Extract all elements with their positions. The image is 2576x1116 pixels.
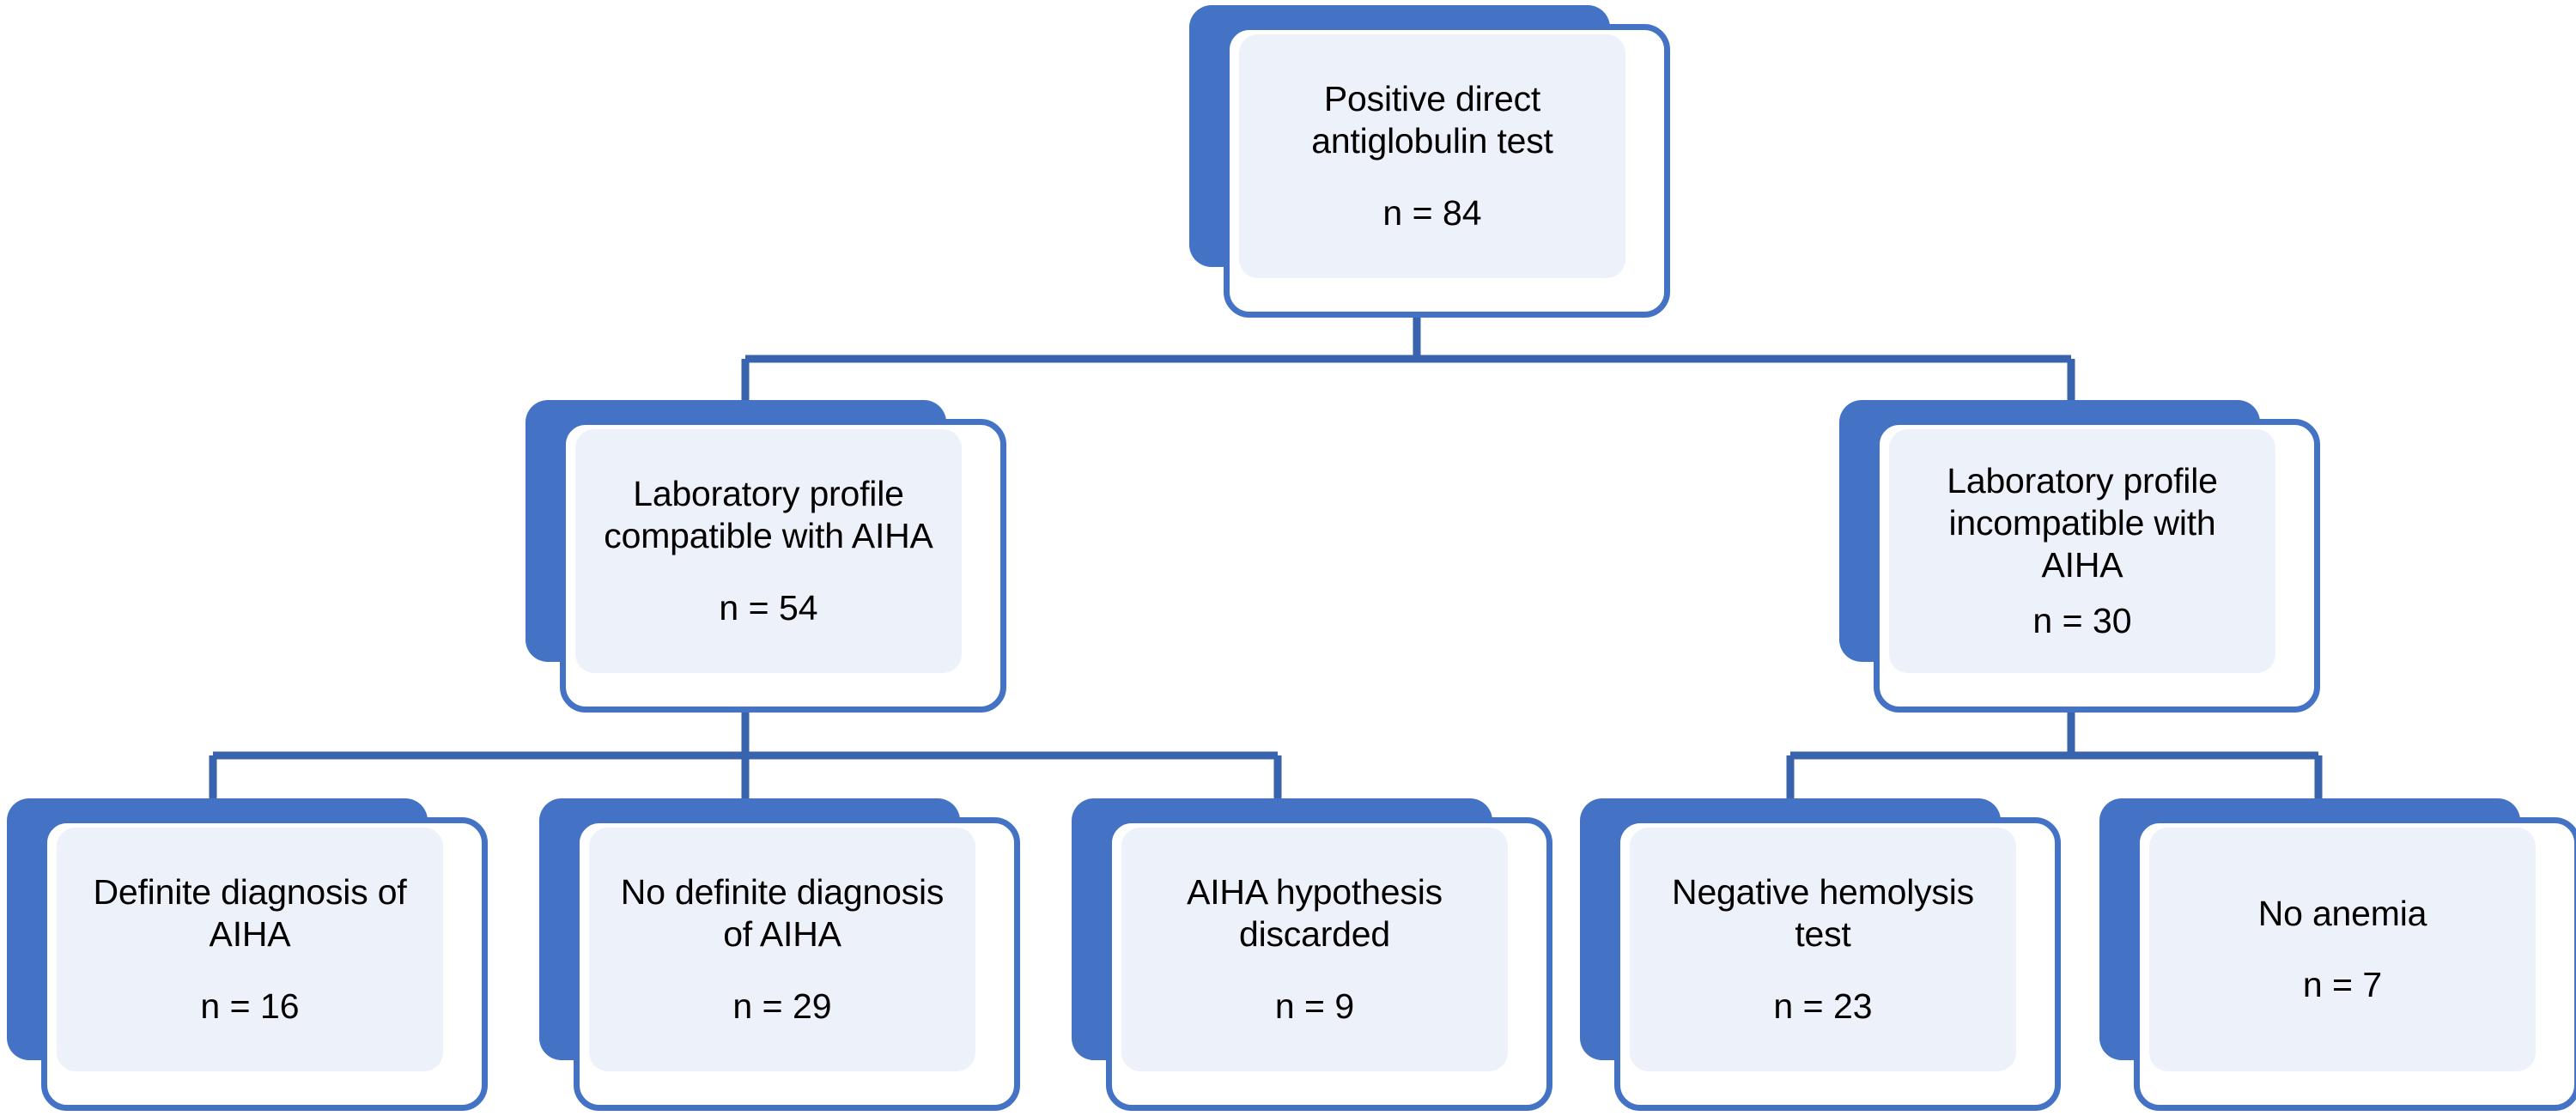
node-lab-profile-compatible[interactable]: Laboratory profile compatible with AIHA …: [526, 400, 1006, 713]
node-title: No definite diagnosis of AIHA: [620, 872, 945, 955]
node-content-panel: No definite diagnosis of AIHA n = 29: [589, 828, 975, 1071]
node-title: Definite diagnosis of AIHA: [93, 872, 407, 955]
node-count: n = 29: [732, 986, 832, 1026]
node-content-panel: Definite diagnosis of AIHA n = 16: [57, 828, 443, 1071]
node-count: n = 23: [1773, 986, 1873, 1026]
node-count: n = 9: [1274, 986, 1355, 1026]
node-title: Laboratory profile incompatible with AIH…: [1947, 460, 2218, 585]
node-count: n = 30: [2032, 601, 2132, 641]
node-content-panel: Positive direct antiglobulin test n = 84: [1239, 34, 1625, 278]
node-negative-hemolysis-test[interactable]: Negative hemolysis test n = 23: [1580, 798, 2061, 1111]
node-content-panel: No anemia n = 7: [2149, 828, 2536, 1071]
node-content-panel: Negative hemolysis test n = 23: [1630, 828, 2016, 1071]
node-no-anemia[interactable]: No anemia n = 7: [2099, 798, 2576, 1111]
node-title: Positive direct antiglobulin test: [1311, 79, 1553, 161]
node-count: n = 84: [1382, 192, 1482, 233]
node-content-panel: Laboratory profile compatible with AIHA …: [575, 429, 962, 673]
node-positive-dat[interactable]: Positive direct antiglobulin test n = 84: [1189, 5, 1670, 318]
node-definite-diagnosis[interactable]: Definite diagnosis of AIHA n = 16: [7, 798, 488, 1111]
node-title: Negative hemolysis test: [1672, 872, 1974, 955]
node-aiha-hypothesis-discarded[interactable]: AIHA hypothesis discarded n = 9: [1072, 798, 1552, 1111]
node-content-panel: Laboratory profile incompatible with AIH…: [1889, 429, 2275, 673]
node-lab-profile-incompatible[interactable]: Laboratory profile incompatible with AIH…: [1839, 400, 2320, 713]
node-count: n = 54: [719, 587, 818, 628]
node-no-definite-diagnosis[interactable]: No definite diagnosis of AIHA n = 29: [539, 798, 1020, 1111]
node-title: AIHA hypothesis discarded: [1187, 872, 1443, 955]
node-title: Laboratory profile compatible with AIHA: [604, 474, 933, 556]
node-title: No anemia: [2257, 893, 2427, 933]
node-count: n = 7: [2302, 965, 2383, 1004]
node-count: n = 16: [200, 986, 300, 1026]
node-content-panel: AIHA hypothesis discarded n = 9: [1121, 828, 1508, 1071]
